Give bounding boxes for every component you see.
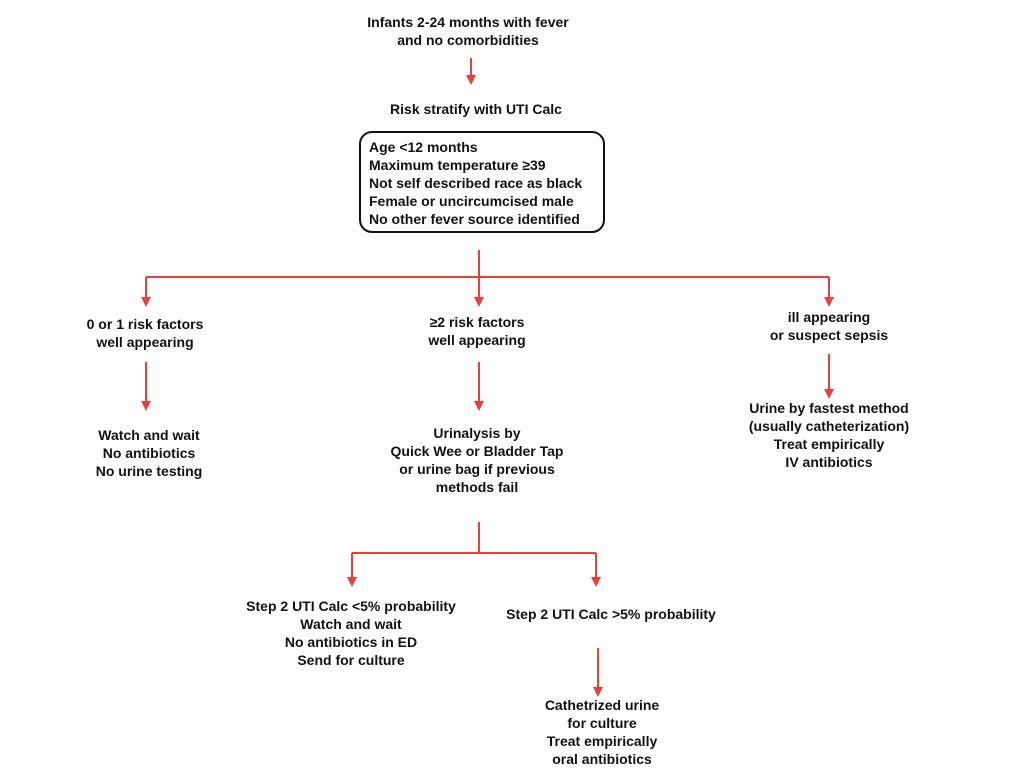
node-cath-urine-line-2: for culture [567, 715, 637, 731]
node-mid-risk-line-2: well appearing [428, 332, 526, 348]
node-start: Infants 2-24 months with fever and no co… [367, 13, 568, 49]
node-ill-appearing-line-1: ill appearing [787, 309, 871, 325]
node-start-line-1: Infants 2-24 months with fever [367, 14, 569, 30]
node-urinalysis-line-4: methods fail [435, 479, 519, 495]
node-urinalysis: Urinalysis by Quick Wee or Bladder Tap o… [391, 424, 564, 496]
node-step2-low: Step 2 UTI Calc <5% probability Watch an… [246, 597, 456, 669]
node-risk-stratify: Risk stratify with UTI Calc [390, 100, 562, 118]
node-ill-appearing-line-2: or suspect sepsis [769, 327, 889, 343]
node-cath-urine: Cathetrized urine for culture Treat empi… [545, 696, 659, 768]
node-ill-appearing: ill appearing or suspect sepsis [770, 308, 888, 344]
node-low-risk: 0 or 1 risk factors well appearing [87, 315, 204, 351]
node-step2-high-line-1: Step 2 UTI Calc >5% probability [506, 606, 716, 622]
node-step2-low-line-2: Watch and wait [300, 616, 402, 632]
node-urine-fastest: Urine by fastest method (usually cathete… [749, 399, 909, 471]
risk-factor-item: Female or uncircumcised male [369, 193, 574, 209]
node-risk-stratify-line-1: Risk stratify with UTI Calc [390, 101, 562, 117]
node-step2-low-line-3: No antibiotics in ED [284, 634, 418, 650]
node-urinalysis-line-3: or urine bag if previous [399, 461, 555, 477]
risk-factor-item: Not self described race as black [369, 175, 583, 191]
node-cath-urine-line-1: Cathetrized urine [544, 697, 660, 713]
node-urine-fastest-line-3: Treat empirically [773, 436, 885, 452]
risk-factor-item: No other fever source identified [369, 211, 580, 227]
node-watch-wait: Watch and wait No antibiotics No urine t… [96, 426, 203, 480]
node-urinalysis-line-1: Urinalysis by [433, 425, 521, 441]
node-urine-fastest-line-1: Urine by fastest method [749, 400, 909, 416]
node-watch-wait-line-3: No urine testing [95, 463, 203, 479]
node-low-risk-line-1: 0 or 1 risk factors [86, 316, 204, 332]
risk-factor-item: Maximum temperature ≥39 [369, 157, 546, 173]
node-watch-wait-line-1: Watch and wait [98, 427, 200, 443]
node-start-line-2: and no comorbidities [397, 32, 539, 48]
node-urinalysis-line-2: Quick Wee or Bladder Tap [390, 443, 564, 459]
node-step2-high: Step 2 UTI Calc >5% probability [506, 605, 716, 623]
node-mid-risk-line-1: ≥2 risk factors [429, 314, 525, 330]
risk-factors-box: Age <12 months Maximum temperature ≥39 N… [359, 131, 605, 233]
node-step2-low-line-4: Send for culture [297, 652, 405, 668]
node-mid-risk: ≥2 risk factors well appearing [428, 313, 525, 349]
node-cath-urine-line-4: oral antibiotics [552, 751, 652, 767]
risk-factor-item: Age <12 months [369, 139, 478, 155]
node-urine-fastest-line-2: (usually catheterization) [748, 418, 910, 434]
node-low-risk-line-2: well appearing [96, 334, 194, 350]
node-urine-fastest-line-4: IV antibiotics [785, 454, 873, 470]
node-step2-low-line-1: Step 2 UTI Calc <5% probability [246, 598, 456, 614]
node-watch-wait-line-2: No antibiotics [102, 445, 196, 461]
node-cath-urine-line-3: Treat empirically [546, 733, 658, 749]
